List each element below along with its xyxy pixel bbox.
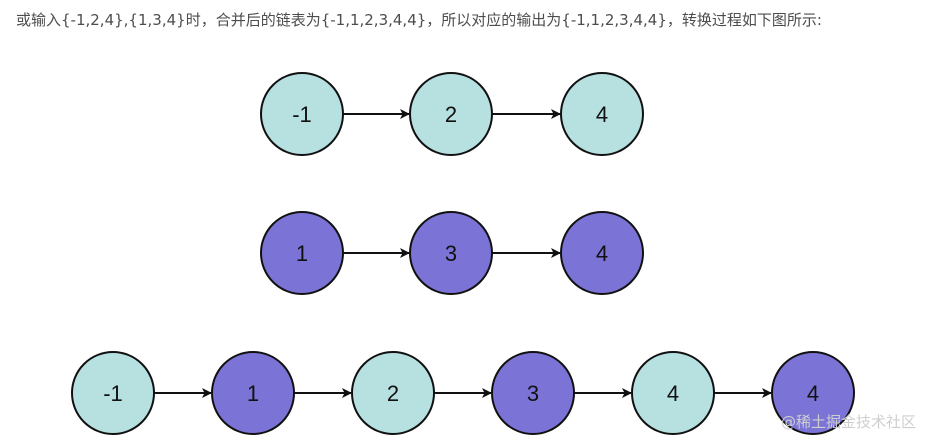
- list-b-row: 1 3 4: [260, 211, 644, 295]
- list-node-value: 3: [527, 381, 539, 406]
- list-node-circle: [409, 72, 493, 156]
- list-node-value: 2: [445, 102, 457, 127]
- list-node-value: 4: [667, 381, 679, 406]
- list-node-value: 4: [596, 241, 608, 266]
- list-node-circle: [351, 351, 435, 435]
- list-node-value: 1: [247, 381, 259, 406]
- list-node-circle: [631, 351, 715, 435]
- list-node-value: -1: [292, 102, 312, 127]
- list-node-circle: [211, 351, 295, 435]
- list-node-value: 2: [387, 381, 399, 406]
- list-node-circle: [409, 211, 493, 295]
- list-node-circle: [260, 72, 344, 156]
- list-node-circle: [260, 211, 344, 295]
- list-node-circle: [491, 351, 575, 435]
- list-node-value: 4: [596, 102, 608, 127]
- list-node-circle: [771, 351, 855, 435]
- list-node-value: -1: [103, 381, 123, 406]
- list-node-value: 1: [296, 241, 308, 266]
- list-node-value: 3: [445, 241, 457, 266]
- caption-text: 或输入{-1,2,4},{1,3,4}时，合并后的链表为{-1,1,2,3,4,…: [16, 11, 822, 29]
- watermark: @稀土掘金技术社区: [780, 413, 916, 431]
- list-a-row: -1 2 4: [260, 72, 644, 156]
- list-node-circle: [560, 211, 644, 295]
- list-node-circle: [560, 72, 644, 156]
- list-node-circle: [71, 351, 155, 435]
- merged-row: -1 1 2 3 4 4: [71, 351, 855, 435]
- list-node-value: 4: [807, 381, 819, 406]
